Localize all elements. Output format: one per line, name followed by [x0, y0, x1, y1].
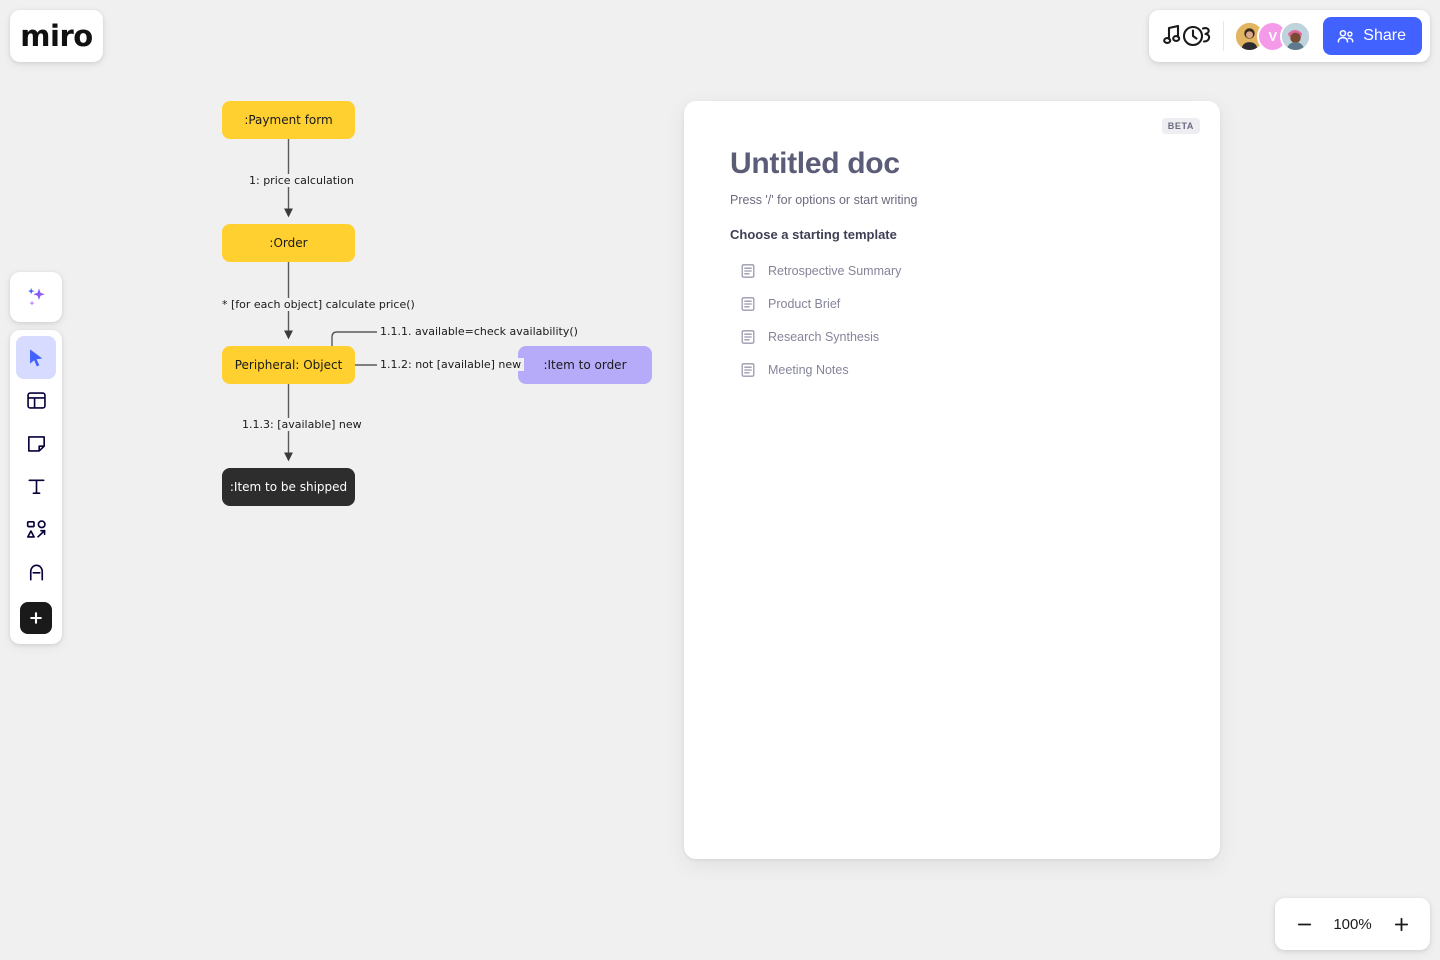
music-notes-doodle-icon[interactable]: [1163, 19, 1215, 53]
people-icon: [1337, 29, 1354, 42]
diagram-node-peripheral-object[interactable]: Peripheral: Object: [222, 346, 355, 384]
cursor-icon: [30, 348, 43, 366]
document-title[interactable]: Untitled doc: [730, 147, 900, 180]
document-icon: [741, 296, 755, 311]
plus-icon: [30, 612, 42, 624]
zoom-in-button[interactable]: [1388, 911, 1414, 937]
pen-icon: [29, 564, 43, 581]
avatar-initial: V: [1268, 28, 1278, 44]
diagram-node-payment-form[interactable]: :Payment form: [222, 101, 355, 139]
tool-shapes[interactable]: [16, 508, 56, 551]
document-body: Untitled doc Press '/' for options or st…: [684, 101, 1220, 386]
node-label: :Item to order: [543, 357, 627, 372]
header-divider: [1223, 21, 1225, 51]
diagram-edge-label-3[interactable]: 1.1.1. available=check availability(): [377, 325, 581, 338]
diagram-edge-label-2[interactable]: * [for each object] calculate price(): [219, 298, 418, 311]
zoom-level-value[interactable]: 100%: [1333, 915, 1372, 933]
template-item-research-synthesis[interactable]: Research Synthesis: [730, 320, 1174, 353]
tool-more-apps[interactable]: [20, 602, 52, 634]
beta-badge: BETA: [1161, 118, 1200, 134]
tool-pen[interactable]: [16, 551, 56, 594]
tool-sticky-note[interactable]: [16, 422, 56, 465]
header-right-cluster: V Share: [1149, 10, 1430, 62]
diagram-node-item-to-be-shipped[interactable]: :Item to be shipped: [222, 468, 355, 506]
zoom-out-button[interactable]: [1291, 911, 1317, 937]
share-button-label: Share: [1363, 27, 1406, 44]
zoom-control: 100%: [1275, 898, 1430, 950]
tool-templates[interactable]: [16, 379, 56, 422]
template-section-title: Choose a starting template: [730, 227, 897, 242]
miro-logo[interactable]: miro: [10, 10, 103, 62]
diagram-node-item-to-order[interactable]: :Item to order: [518, 346, 652, 384]
template-item-meeting-notes[interactable]: Meeting Notes: [730, 353, 1174, 386]
template-item-product-brief[interactable]: Product Brief: [730, 287, 1174, 320]
collaborator-avatars: V: [1234, 20, 1312, 52]
templates-icon: [26, 392, 46, 409]
share-button[interactable]: Share: [1323, 17, 1422, 55]
avatar-photo: [1282, 22, 1310, 50]
template-item-retrospective-summary[interactable]: Retrospective Summary: [730, 254, 1174, 287]
document-placeholder-hint[interactable]: Press '/' for options or start writing: [730, 193, 918, 207]
diagram-node-order[interactable]: :Order: [222, 224, 355, 262]
node-label: :Order: [269, 235, 308, 250]
template-label: Retrospective Summary: [768, 263, 902, 278]
template-list: Retrospective Summary Product Brief Rese…: [730, 254, 1174, 386]
template-label: Meeting Notes: [768, 362, 849, 377]
minus-icon: [1297, 923, 1311, 925]
document-icon: [741, 263, 755, 278]
avatar[interactable]: [1280, 20, 1312, 52]
document-panel[interactable]: BETA Untitled doc Press '/' for options …: [684, 101, 1220, 859]
tool-text[interactable]: [16, 465, 56, 508]
diagram-edge-label-5[interactable]: 1.1.3: [available] new: [239, 418, 365, 431]
miro-logo-text: miro: [20, 18, 93, 53]
text-icon: [27, 479, 45, 495]
node-label: :Item to be shipped: [229, 479, 348, 494]
ai-sparkles-icon: [28, 288, 45, 306]
document-icon: [741, 362, 755, 377]
diagram-edge-label-1[interactable]: 1: price calculation: [246, 174, 357, 187]
diagram-edge-label-4[interactable]: 1.1.2: not [available] new: [377, 358, 525, 371]
template-label: Product Brief: [768, 296, 841, 311]
node-label: Peripheral: Object: [234, 357, 343, 372]
tool-cursor[interactable]: [16, 336, 56, 379]
toolbar-ai-button[interactable]: [10, 272, 62, 322]
template-label: Research Synthesis: [768, 329, 880, 344]
node-label: :Payment form: [244, 112, 333, 127]
shapes-icon: [26, 520, 46, 538]
document-icon: [741, 329, 755, 344]
left-toolbar: [10, 330, 62, 644]
plus-icon: [1394, 917, 1408, 931]
sticky-note-icon: [27, 436, 45, 452]
